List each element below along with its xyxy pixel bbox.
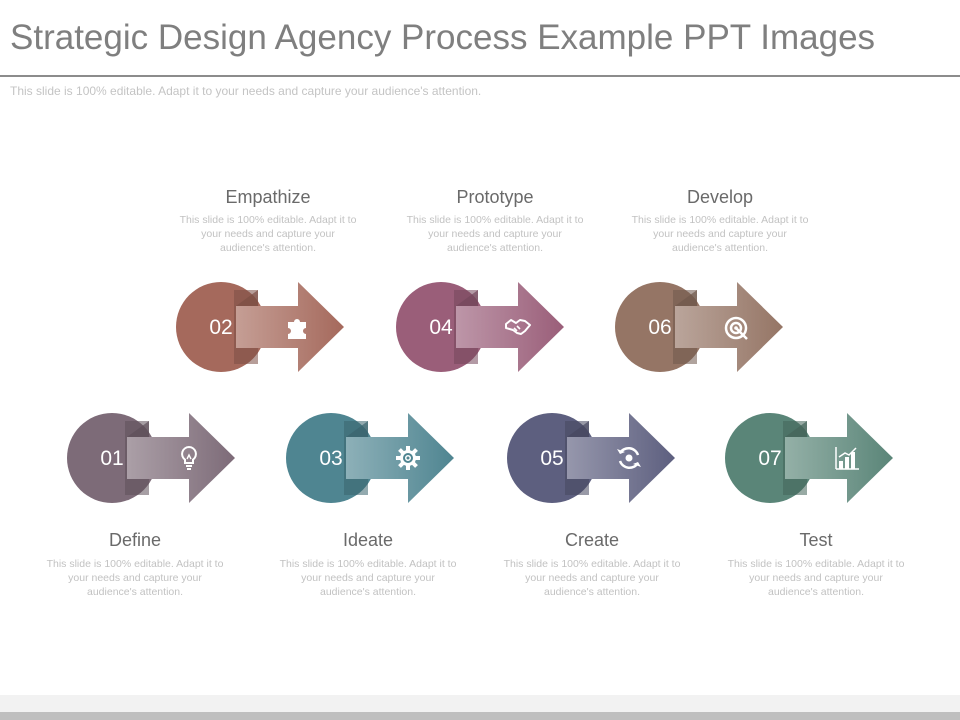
step-arrow [127, 413, 235, 503]
slide-subtitle: This slide is 100% editable. Adapt it to… [10, 84, 482, 98]
step-arrow [675, 282, 783, 372]
step-arrow [567, 413, 675, 503]
step-06: 06 [615, 280, 855, 375]
target-icon [724, 316, 748, 340]
step-title: Define [108, 530, 162, 550]
step-title: Create [564, 530, 620, 550]
step-05: 05 [507, 411, 747, 506]
step-description: This slide is 100% editable. Adapt it to… [727, 558, 905, 598]
step-title: Empathize [225, 187, 311, 207]
footer-bar [0, 712, 960, 720]
lightbulb-icon [181, 445, 197, 470]
step-description: This slide is 100% editable. Adapt it to… [279, 558, 457, 598]
step-title: Prototype [456, 187, 534, 207]
step-title: Ideate [342, 530, 394, 550]
step-arrow-fold [236, 290, 258, 306]
step-title: Test [799, 530, 833, 550]
step-arrow-fold [785, 421, 807, 437]
step-03: 03 [286, 411, 526, 506]
step-shape [67, 413, 235, 503]
step-number: 05 [540, 447, 564, 470]
step-01: 01 [67, 411, 307, 506]
step-description: This slide is 100% editable. Adapt it to… [46, 558, 224, 598]
step-shape [396, 282, 564, 372]
slide-title: Strategic Design Agency Process Example … [10, 18, 876, 57]
refresh-icon [617, 446, 641, 470]
step-arrow [456, 282, 564, 372]
step-number: 06 [648, 316, 672, 339]
step-number: 07 [758, 447, 782, 470]
step-number: 03 [319, 447, 343, 470]
bar-chart-icon [835, 447, 859, 470]
step-arrow-fold [456, 290, 478, 306]
puzzle-icon [288, 319, 306, 339]
step-arrow-fold [675, 290, 697, 306]
step-07: 07 [725, 411, 960, 506]
step-title: Develop [686, 187, 754, 207]
footer-band [0, 695, 960, 712]
step-number: 02 [209, 316, 233, 339]
handshake-icon [505, 319, 531, 335]
step-arrow-fold [127, 421, 149, 437]
step-arrow [785, 413, 893, 503]
step-shape [725, 413, 893, 503]
step-04: 04 [396, 280, 636, 375]
step-02: 02 [176, 280, 416, 375]
step-number: 01 [100, 447, 124, 470]
step-description: This slide is 100% editable. Adapt it to… [406, 214, 584, 254]
step-shape [507, 413, 675, 503]
step-description: This slide is 100% editable. Adapt it to… [179, 214, 357, 254]
step-shape [615, 282, 783, 372]
step-description: This slide is 100% editable. Adapt it to… [503, 558, 681, 598]
title-divider [0, 75, 960, 77]
gear-icon [396, 446, 420, 470]
step-number: 04 [429, 316, 453, 339]
step-description: This slide is 100% editable. Adapt it to… [631, 214, 809, 254]
step-arrow-fold [567, 421, 589, 437]
step-arrow-fold [346, 421, 368, 437]
